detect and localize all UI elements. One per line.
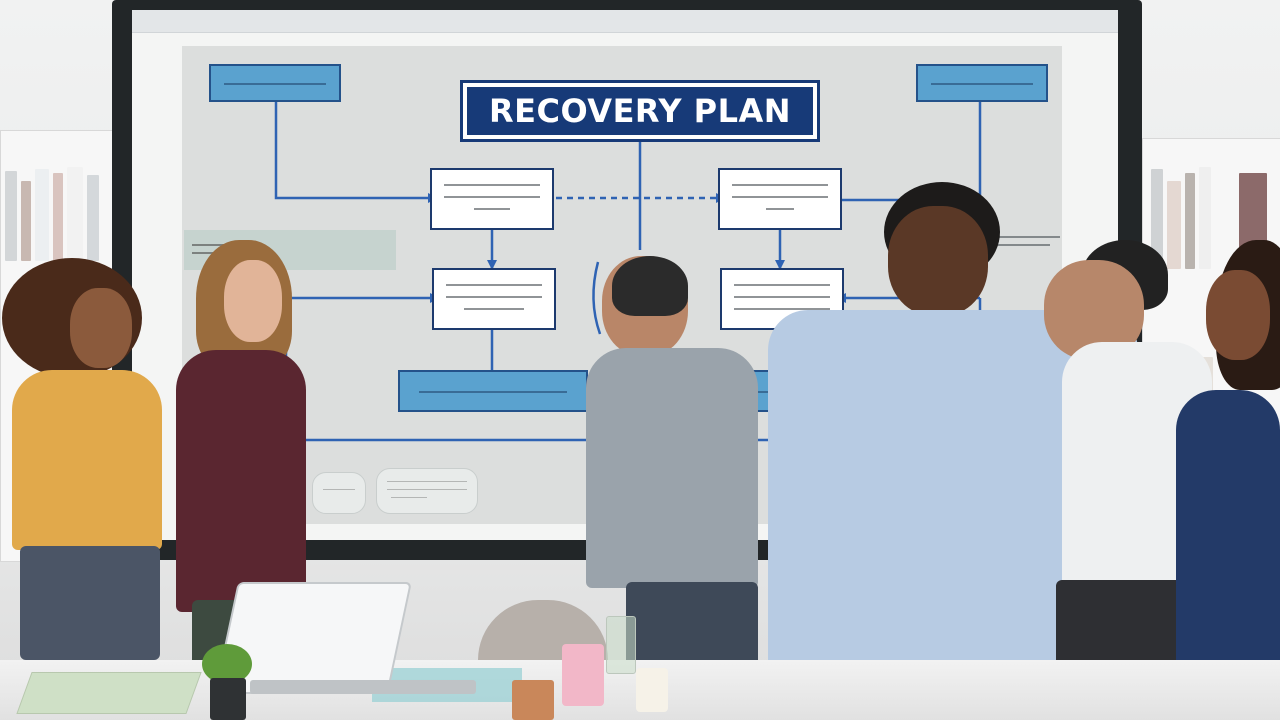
diagram-annotation — [996, 230, 1060, 260]
yellow-sweater — [12, 370, 162, 550]
face — [70, 288, 132, 368]
connector — [592, 261, 602, 335]
book — [1167, 181, 1181, 269]
diagram-title-banner: RECOVERY PLAN — [467, 87, 813, 135]
coffee-cup — [512, 680, 554, 720]
book — [53, 173, 63, 261]
book — [67, 167, 83, 261]
diagram-title-box: RECOVERY PLAN — [460, 80, 820, 142]
plant-pot — [210, 678, 246, 720]
papers — [16, 672, 202, 714]
diagram-tag-bottom-left — [398, 370, 588, 412]
diagram-note-bubble — [312, 472, 366, 514]
screen-title-bar — [132, 10, 1118, 33]
pen-cup — [562, 644, 604, 706]
gray-shirt — [586, 348, 758, 588]
diagram-title: RECOVERY PLAN — [488, 92, 792, 130]
book — [21, 181, 31, 261]
diagram-tag-top-right — [916, 64, 1048, 102]
book — [87, 175, 99, 261]
diagram-tag-top-left — [209, 64, 341, 102]
book — [5, 171, 17, 261]
short-hair — [612, 256, 688, 316]
diagram-node — [718, 168, 842, 230]
book — [1151, 169, 1163, 269]
diagram-node — [432, 268, 556, 330]
jeans — [626, 582, 758, 672]
diagram-node — [430, 168, 554, 230]
white-cup — [636, 668, 668, 712]
maroon-cardigan — [176, 350, 306, 612]
laptop-keyboard — [250, 680, 476, 694]
water-glass — [606, 616, 636, 674]
arrowhead — [487, 260, 497, 270]
face — [224, 260, 282, 342]
head — [888, 206, 988, 316]
face — [1206, 270, 1270, 360]
book — [35, 169, 49, 261]
plant-leaves — [202, 644, 252, 684]
potted-plant — [202, 644, 252, 720]
arrowhead — [775, 260, 785, 270]
diagram-note-bubble — [376, 468, 478, 514]
book — [1185, 173, 1195, 269]
book — [1199, 167, 1211, 269]
jeans — [20, 546, 160, 660]
connector — [274, 100, 428, 200]
